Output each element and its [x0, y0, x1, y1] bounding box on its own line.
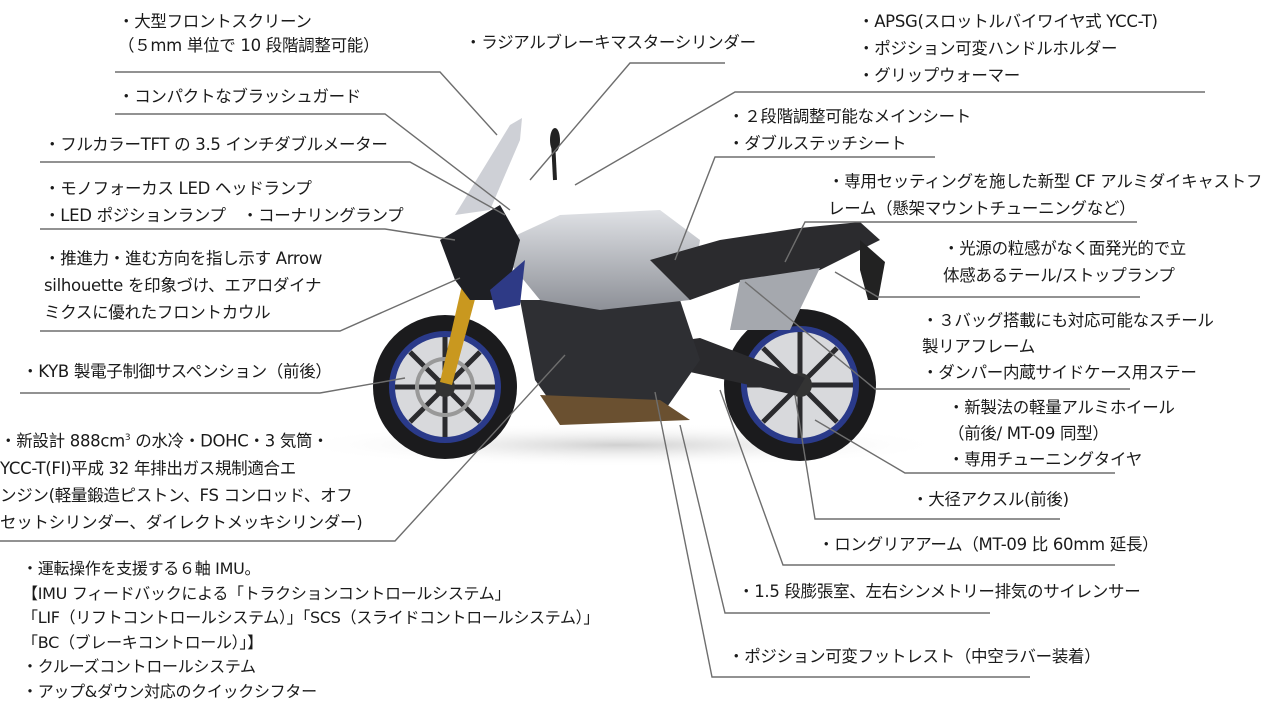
callout-text: ・２段階調整可能なメインシート: [728, 107, 972, 126]
callout-windscreen: ・大型フロントスクリーン （５mm 単位で 10 段階調整可能）: [118, 10, 379, 58]
callout-text: （５mm 単位で 10 段階調整可能）: [118, 36, 380, 55]
callout-text: ミクスに優れたフロントカウル: [44, 303, 271, 322]
callout-text: ンジン(軽量鍛造ピストン、FS コンロッド、オフ: [0, 485, 353, 505]
callout-text: ・ラジアルブレーキマスターシリンダー: [465, 33, 756, 52]
callout-text: ・光源の粒感がなく面発光的で立: [943, 239, 1187, 258]
callout-frame: ・専用セッティングを施した新型 CF アルミダイキャストフ レーム（懸架マウント…: [828, 168, 1262, 222]
callout-seat: ・２段階調整可能なメインシート ・ダブルステッチシート: [728, 103, 971, 157]
callout-text: （前後/ MT-09 同型）: [948, 424, 1109, 443]
windscreen: [455, 118, 522, 215]
callout-silencer: ・1.5 段膨張室、左右シンメトリー排気のサイレンサー: [738, 580, 1141, 604]
callout-text: 【IMU フィードバックによる「トラクションコントロールシステム」: [22, 583, 511, 603]
callout-text: ・クルーズコントロールシステム: [22, 657, 256, 676]
callout-engine: ・新設計 888cm3 の水冷・DOHC・3 気筒・ YCC-T(FI)平成 3…: [0, 425, 363, 536]
callout-text: ・運転操作を支援する６軸 IMU。: [22, 559, 261, 578]
callout-text: ・ポジション可変フットレスト（中空ラバー装着）: [728, 647, 1101, 666]
callout-text: ・コンパクトなブラッシュガード: [118, 87, 362, 106]
leader-line-rear-frame: [744, 281, 1130, 390]
callout-rear-arm: ・ロングリアアーム（MT-09 比 60mm 延長）: [818, 533, 1159, 557]
callout-text: ・KYB 製電子制御サスペンション（前後）: [22, 362, 332, 381]
callout-brake-master: ・ラジアルブレーキマスターシリンダー: [465, 31, 756, 55]
callout-text: ・ダブルステッチシート: [728, 134, 907, 153]
callout-text: 製リアフレーム: [922, 337, 1035, 356]
tail-bracket: [860, 240, 885, 300]
exhaust: [540, 395, 690, 425]
callout-text: ・モノフォーカス LED ヘッドランプ: [44, 179, 312, 198]
callout-text: ・大径アクスル(前後): [912, 490, 1069, 509]
callout-text-part: ・新設計 888cm: [0, 431, 125, 451]
leader-line-meter: [40, 161, 506, 216]
leader-line-wheel: [814, 419, 1115, 474]
cowl-accent: [490, 260, 525, 310]
rear-frame: [730, 268, 820, 330]
leader-line-axle: [794, 394, 1060, 520]
callout-text: 「LIF（リフトコントロールシステム）」「SCS（スライドコントロールシステム）…: [22, 608, 600, 627]
callout-lamps: ・モノフォーカス LED ヘッドランプ ・LED ポジションランプ ・コーナリン…: [44, 175, 404, 229]
callout-text: ・３バッグ搭載にも対応可能なスチール: [922, 311, 1214, 330]
leader-line-frame: [784, 221, 1137, 263]
leader-line-brake-master: [529, 62, 725, 181]
leader-line-suspension: [20, 377, 406, 394]
callout-text: 「BC（ブレーキコントロール）」】: [22, 632, 263, 652]
leader-line-screen: [115, 71, 498, 136]
seat: [650, 222, 880, 300]
leader-line-lamps: [40, 228, 456, 241]
callout-text: ・グリップウォーマー: [858, 66, 1021, 85]
callout-text: ・1.5 段膨張室、左右シンメトリー排気のサイレンサー: [738, 582, 1141, 601]
callout-brush-guard: ・コンパクトなブラッシュガード: [118, 85, 361, 109]
callout-wheel: ・新製法の軽量アルミホイール （前後/ MT-09 同型） ・専用チューニングタ…: [948, 395, 1175, 473]
leader-line-handlebar: [574, 91, 1205, 186]
leader-line-rear-arm: [719, 389, 1115, 566]
callout-text: 体感あるテール/ストップランプ: [943, 266, 1175, 285]
fuel-tank: [495, 210, 700, 310]
callout-rear-frame: ・３バッグ搭載にも対応可能なスチール 製リアフレーム ・ダンパー内蔵サイドケース…: [922, 308, 1214, 386]
callout-suspension: ・KYB 製電子制御サスペンション（前後）: [22, 360, 332, 384]
leader-lines: [0, 62, 1205, 678]
callout-text: silhouette を印象づけ、エアロダイナ: [44, 276, 322, 295]
callout-text: ・APSG(スロットルバイワイヤ式 YCC-T): [858, 12, 1158, 31]
callout-text: ・ダンパー内蔵サイドケース用ステー: [922, 363, 1197, 382]
callout-text: ・フルカラーTFT の 3.5 インチダブルメーター: [44, 135, 388, 154]
callout-text: レーム（懸架マウントチューニングなど）: [828, 199, 1136, 218]
leader-line-engine: [0, 354, 566, 542]
callout-text: ・LED ポジションランプ ・コーナリングランプ: [44, 206, 404, 225]
callout-meter: ・フルカラーTFT の 3.5 インチダブルメーター: [44, 133, 388, 157]
callout-text: YCC-T(FI)平成 32 年排出ガス規制適合エ: [0, 458, 296, 478]
superscript: 3: [124, 433, 131, 443]
callout-imu: ・運転操作を支援する６軸 IMU。 【IMU フィードバックによる「トラクション…: [22, 557, 599, 704]
callout-footrest: ・ポジション可変フットレスト（中空ラバー装着）: [728, 645, 1101, 669]
leader-line-tail-lamp: [834, 271, 1140, 298]
front-cowl: [440, 205, 520, 300]
callout-text: ・専用チューニングタイヤ: [948, 450, 1142, 469]
callout-text: ・専用セッティングを施した新型 CF アルミダイキャストフ: [828, 172, 1263, 191]
leader-line-seat: [674, 156, 935, 261]
callout-axle: ・大径アクスル(前後): [912, 488, 1069, 512]
leader-line-brush-guard: [115, 113, 511, 211]
callout-text: ・ポジション可変ハンドルホルダー: [858, 39, 1118, 58]
callout-text: ・推進力・進む方向を指し示す Arrow: [44, 249, 323, 268]
callout-text-part: の水冷・DOHC・3 気筒・: [130, 431, 329, 451]
callout-text: ・大型フロントスクリーン: [118, 12, 312, 31]
callout-text: ・アップ&ダウン対応のクイックシフター: [22, 681, 317, 701]
engine: [520, 300, 700, 415]
callout-text: ・ロングリアアーム（MT-09 比 60mm 延長）: [818, 535, 1159, 554]
leader-line-silencer: [679, 424, 990, 614]
callout-text: ・新設計 888cm3 の水冷・DOHC・3 気筒・: [0, 425, 362, 455]
callout-front-cowl: ・推進力・進む方向を指し示す Arrow silhouette を印象づけ、エア…: [44, 245, 322, 326]
callout-text: ・新製法の軽量アルミホイール: [948, 398, 1175, 417]
front-fork: [440, 285, 478, 385]
callout-text: セットシリンダー、ダイレクトメッキシリンダー): [0, 512, 363, 532]
front-wheel: [373, 315, 517, 459]
callout-tail-lamp: ・光源の粒感がなく面発光的で立 体感あるテール/ストップランプ: [943, 235, 1186, 289]
motorcycle-image: [290, 118, 950, 467]
leader-line-front-cowl: [40, 277, 461, 332]
leader-line-footrest: [654, 391, 1030, 678]
callout-handlebar: ・APSG(スロットルバイワイヤ式 YCC-T) ・ポジション可変ハンドルホルダ…: [858, 8, 1158, 89]
